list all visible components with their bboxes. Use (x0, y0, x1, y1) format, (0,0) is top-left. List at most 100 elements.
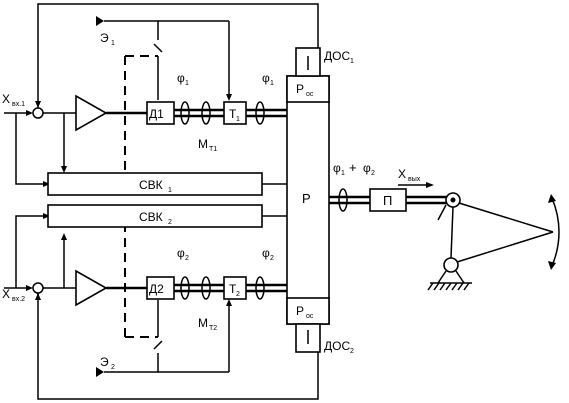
bottom-dos-label: ДОС (324, 339, 350, 353)
output-block (369, 188, 407, 212)
top-energy-sub: 1 (111, 40, 115, 47)
bottom-input-arrowhead (26, 285, 33, 291)
bottom-tacho-arrowhead (226, 299, 232, 306)
bottom-poc-block (286, 297, 330, 325)
bottom-branch-arrowhead (61, 233, 67, 240)
bottom-shaft-1 (174, 283, 224, 293)
bottom-input-label: X (2, 287, 10, 301)
top-tacho-arrowhead (226, 94, 232, 101)
output-block-label: П (383, 193, 392, 208)
output-x-arrowhead (426, 182, 434, 188)
bottom-phi-dot-right: φ (262, 246, 270, 260)
sum-phi-b-sub: 2 (371, 170, 375, 177)
bottom-phi-dot-sub: 2 (185, 255, 189, 262)
bottom-switch (153, 340, 163, 350)
ground-hatch (427, 282, 470, 291)
bottom-dashed-link (124, 206, 158, 338)
top-poc-block (286, 75, 330, 103)
top-svk-input-arrowhead (43, 181, 50, 187)
svk1-label: СВК (139, 178, 163, 192)
top-rotation-3 (255, 101, 265, 125)
top-energy-label: Э (100, 31, 109, 45)
mechanism-upper-joint-center (450, 197, 456, 203)
top-moment-sub: T1 (209, 146, 217, 153)
top-tacho-sub: 1 (236, 116, 240, 123)
top-dos-label: ДОС (324, 49, 350, 63)
bottom-svk-input-arrowhead (43, 213, 50, 219)
bottom-energy-label: Э (100, 355, 109, 369)
bottom-channel: X вх.2 Д2 T 2 φ 2 φ 2 M T2 Э 2 (2, 204, 287, 377)
swing-arc-arrow-top (548, 194, 556, 203)
top-poc-sub: ос (306, 91, 314, 98)
bottom-moment-label: M (198, 316, 208, 330)
top-sensor-block (146, 101, 175, 125)
top-channel: X вх.1 Д1 T 1 φ 1 φ 1 M (2, 16, 287, 196)
top-rotation-1 (180, 101, 190, 125)
bottom-rotation-2 (201, 276, 211, 300)
bottom-tacho-label: T (229, 282, 237, 296)
top-poc-label: P (296, 82, 304, 96)
top-feedback-arrowhead (35, 101, 41, 108)
sum-phi-a: φ (333, 161, 341, 175)
output-shaft-2 (406, 195, 448, 205)
mechanism-lower-link (456, 231, 554, 263)
output-shaft-1 (329, 195, 370, 205)
mechanism-support (437, 270, 465, 284)
mechanism-pivot-brace (437, 204, 447, 221)
bottom-sensor-block (146, 276, 175, 300)
top-dos-sub: 1 (350, 58, 354, 65)
output-x-label: X (398, 167, 406, 181)
top-amplifier (75, 94, 108, 132)
top-phi-dot-right-sub: 1 (270, 80, 274, 87)
bottom-rotation-1 (180, 276, 190, 300)
top-phi-dot-sub: 1 (185, 80, 189, 87)
outer-frame (37, 3, 319, 400)
top-tacho-block (223, 101, 247, 125)
top-rotation-2 (201, 101, 211, 125)
output-side: φ 1 + φ 2 П X вых (329, 160, 560, 291)
reducer-label: P (302, 191, 311, 206)
mechanism-lower-joint (443, 257, 459, 273)
bottom-input-to-svk-line (15, 215, 48, 288)
top-phi-dot: φ (177, 71, 185, 85)
top-shaft-2 (246, 108, 287, 118)
bottom-energy-sub: 2 (111, 364, 115, 371)
bottom-amplifier (75, 269, 108, 307)
bottom-energy-terminal (96, 367, 104, 377)
swing-arc (551, 197, 560, 267)
bottom-moment-sub: T2 (209, 325, 217, 332)
top-input-sub: вх.1 (12, 101, 25, 108)
top-summing-junction (32, 107, 44, 119)
svk2-sub: 2 (168, 219, 172, 226)
top-tacho-label: T (229, 107, 237, 121)
bottom-rotation-3 (255, 276, 265, 300)
output-rotation (338, 188, 348, 212)
bottom-phi-dot-right-sub: 2 (270, 255, 274, 262)
svk1-sub: 1 (168, 187, 172, 194)
swing-arc-arrow-bottom (548, 261, 556, 270)
top-dashed-link (124, 55, 158, 190)
svk2-label: СВК (139, 210, 163, 224)
sum-plus: + (349, 160, 357, 175)
top-sensor-label: Д1 (149, 107, 164, 121)
bottom-input-sub: вх.2 (12, 296, 25, 303)
top-energy-terminal (96, 16, 104, 26)
top-input-arrowhead (26, 110, 33, 116)
mechanism-vertical-link (450, 206, 454, 259)
bottom-tacho-block (223, 276, 247, 300)
top-moment-label: M (198, 137, 208, 151)
bottom-tacho-sub: 2 (236, 291, 240, 298)
bottom-dos-sub: 2 (350, 348, 354, 355)
bottom-poc-label: P (296, 304, 304, 318)
bottom-sensor-label: Д2 (149, 282, 164, 296)
bottom-summing-junction (32, 282, 44, 294)
bottom-phi-dot: φ (177, 246, 185, 260)
top-shaft-1 (174, 108, 224, 118)
reducer-block (286, 75, 330, 325)
bottom-feedback-arrowhead (35, 293, 41, 300)
sum-phi-a-sub: 1 (341, 170, 345, 177)
mechanism-upper-link (458, 202, 554, 233)
sum-phi-b: φ (363, 161, 371, 175)
top-branch-arrowhead (61, 166, 67, 173)
